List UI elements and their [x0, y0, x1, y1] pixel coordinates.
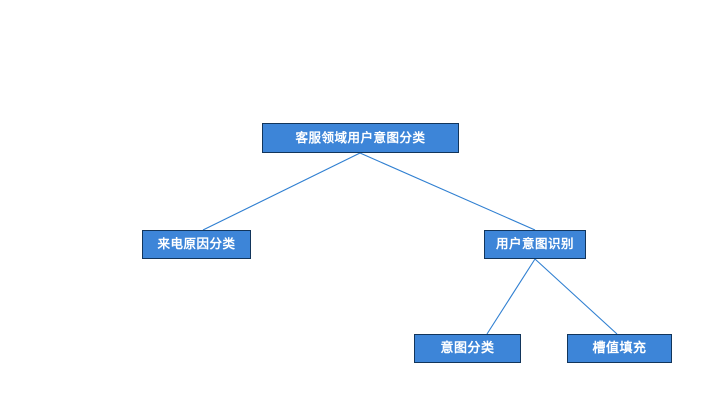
node-slot-filling[interactable]: 槽值填充 — [567, 334, 672, 363]
node-root[interactable]: 客服领域用户意图分类 — [262, 123, 459, 153]
node-root-label: 客服领域用户意图分类 — [295, 129, 426, 145]
node-intent-classification[interactable]: 意图分类 — [414, 334, 521, 363]
node-intent-recognition-label: 用户意图识别 — [495, 236, 574, 252]
edge-root-to-intent-recognition — [359, 152, 536, 231]
edge-intent-recognition-to-slot-filling — [534, 258, 618, 335]
node-call-reason-label: 来电原因分类 — [157, 236, 236, 252]
edge-intent-recognition-to-intent-classification — [486, 258, 536, 335]
node-slot-filling-label: 槽值填充 — [592, 341, 647, 356]
node-intent-classification-label: 意图分类 — [440, 341, 495, 356]
node-call-reason[interactable]: 来电原因分类 — [142, 230, 251, 259]
node-intent-recognition[interactable]: 用户意图识别 — [484, 230, 586, 259]
edge-root-to-call-reason — [202, 152, 361, 231]
